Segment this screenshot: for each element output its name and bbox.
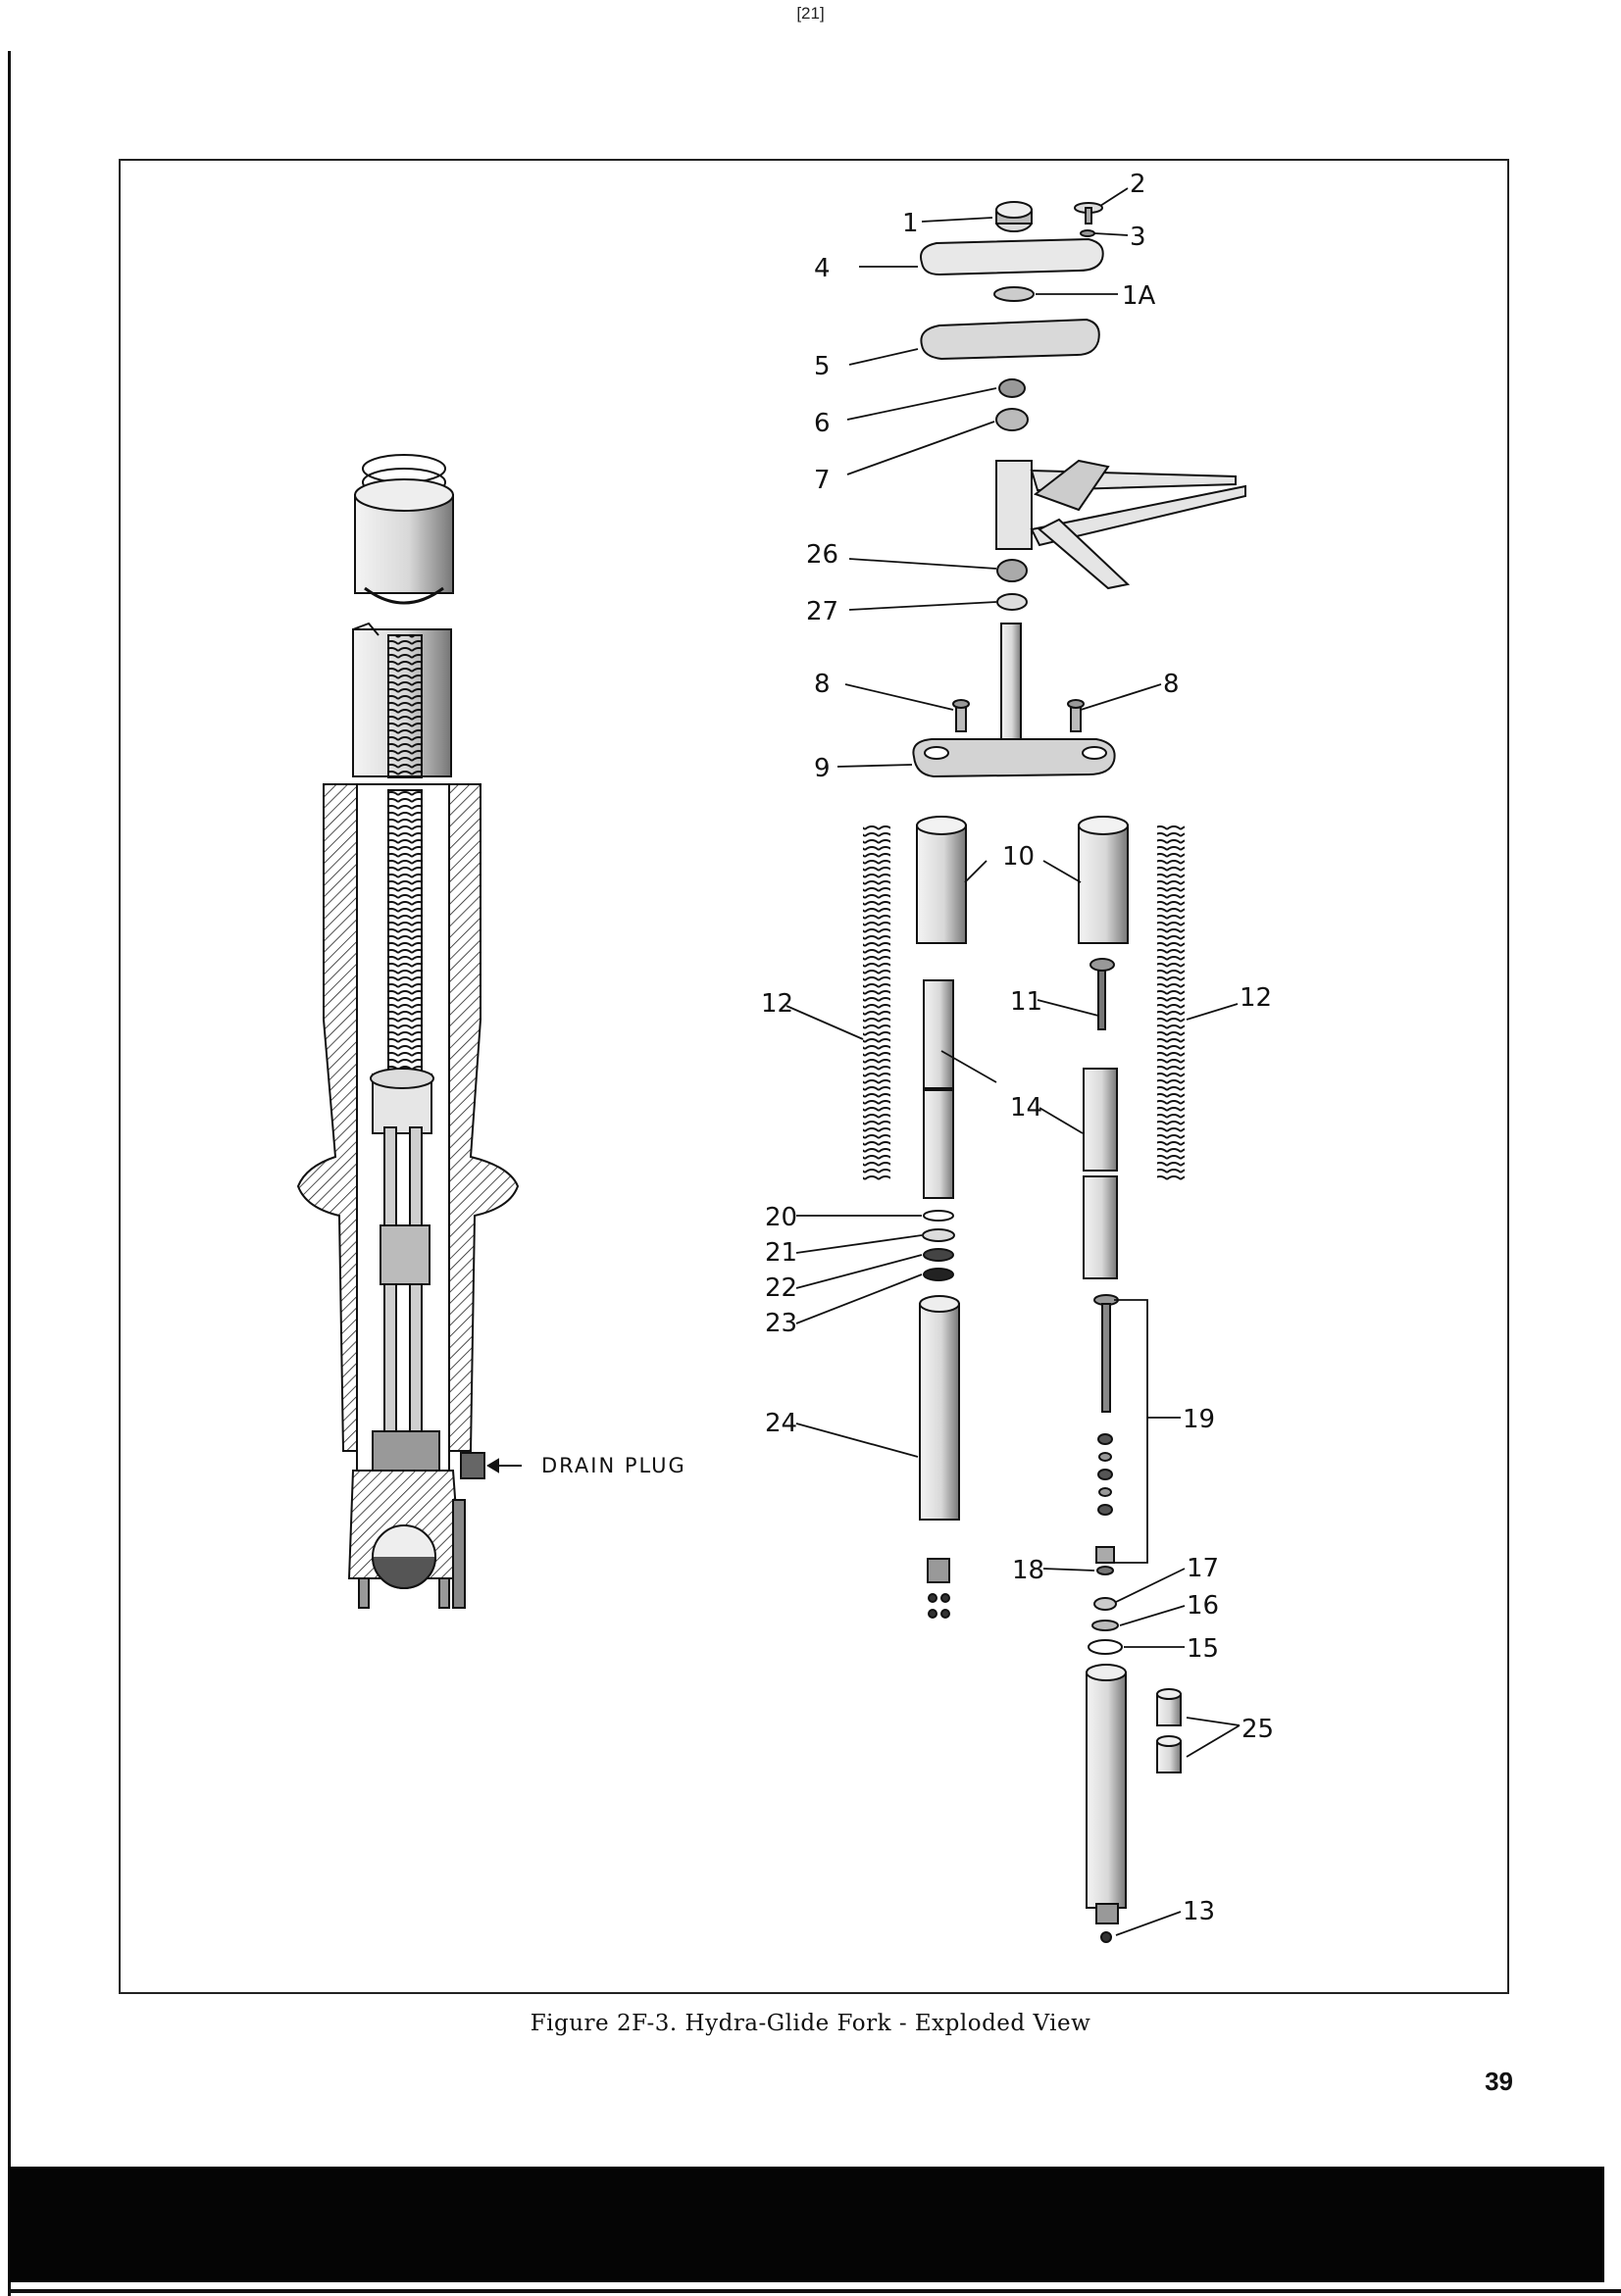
part-12-spring-left [863, 825, 890, 1180]
page-left-border [8, 51, 11, 2296]
part-18-valve [1096, 1566, 1114, 1575]
drain-plug [460, 1452, 522, 1479]
part-16-washer [1091, 1620, 1119, 1631]
callout-5: 5 [814, 352, 831, 381]
callout-25: 25 [1241, 1715, 1274, 1744]
part-15-ring [1088, 1639, 1123, 1655]
callout-21: 21 [765, 1238, 797, 1268]
part-14-fork-tube-right-lower [1083, 1175, 1118, 1279]
upper-fork-tube [352, 622, 452, 778]
part-8-pinch-bolt-left [952, 699, 970, 732]
callout-8-right: 8 [1163, 670, 1180, 699]
callout-1: 1 [902, 209, 919, 238]
callout-7: 7 [814, 466, 831, 495]
part-7-bearing-cone [995, 408, 1029, 431]
callout-11: 11 [1010, 987, 1042, 1017]
part-24-slider-left [919, 1295, 960, 1619]
drain-plug-label: DRAIN PLUG [541, 1454, 686, 1477]
part-3-washer [1080, 229, 1095, 237]
part-25-bushings [1156, 1688, 1182, 1773]
callout-12-right: 12 [1240, 983, 1272, 1013]
callout-1a: 1A [1122, 281, 1156, 311]
callout-10: 10 [1002, 842, 1035, 872]
part-12-spring-right [1157, 825, 1185, 1180]
callout-labels: 1 2 3 4 1A 5 6 7 26 27 8 8 9 10 12 11 12… [541, 170, 1274, 1926]
callout-4: 4 [814, 254, 831, 283]
part-13-screw [1100, 1931, 1112, 1943]
part-8-pinch-bolt-right [1067, 699, 1085, 732]
callout-2: 2 [1130, 170, 1146, 199]
part-20-ring [923, 1210, 954, 1222]
footer-black-band [8, 2167, 1604, 2282]
callout-9: 9 [814, 754, 831, 783]
part-17-spring [1093, 1597, 1117, 1611]
part-10-fork-cover-left [916, 816, 967, 944]
callout-13: 13 [1183, 1897, 1215, 1926]
callout-18: 18 [1012, 1556, 1044, 1585]
figure-frame [119, 159, 1509, 1994]
part-1a-washer [993, 286, 1035, 302]
part-4-upper-bracket [920, 237, 1104, 276]
part-2-screw [1074, 202, 1103, 225]
part-22-seal [923, 1248, 954, 1262]
part-10-fork-cover-right [1078, 816, 1129, 944]
callout-8-left: 8 [814, 670, 831, 699]
part-27-seal [996, 593, 1028, 611]
callout-27: 27 [806, 597, 838, 626]
figure-caption: Figure 2F-3. Hydra-Glide Fork - Exploded… [530, 2011, 1091, 2036]
page-number: 39 [1485, 2067, 1513, 2096]
part-26-bearing [996, 559, 1028, 582]
scan-page-label: [21] [796, 4, 825, 23]
callout-14: 14 [1010, 1093, 1042, 1123]
part-21-ring [922, 1228, 955, 1242]
part-14-fork-tube-left-lower [923, 1089, 954, 1199]
top-spring-cap [354, 454, 454, 605]
callout-12-left: 12 [761, 989, 793, 1019]
part-14-fork-tube-left-upper [923, 979, 954, 1089]
callout-20: 20 [765, 1203, 797, 1232]
page-bottom-border [8, 2289, 1621, 2293]
part-6-adjusting-nut [998, 378, 1026, 398]
part-11-damper-bolt [1089, 958, 1115, 1030]
callout-26: 26 [806, 540, 838, 570]
callout-22: 22 [765, 1273, 797, 1303]
part-slider-right [1086, 1664, 1127, 1924]
callout-24: 24 [765, 1409, 797, 1438]
part-14-fork-tube-right-upper [1083, 1068, 1118, 1172]
exploded-parts [863, 201, 1246, 1943]
part-19-damper-rod-assembly [1093, 1294, 1119, 1564]
part-1-top-nut [995, 201, 1033, 232]
callout-3: 3 [1130, 223, 1146, 252]
part-5-bracket-cover [920, 318, 1100, 361]
callout-19: 19 [1183, 1405, 1215, 1434]
fork-bottom-end [347, 1470, 466, 1609]
callout-6: 6 [814, 409, 831, 438]
fork-slider-body [296, 783, 520, 1472]
fork-cutaway-assembly [296, 454, 522, 1609]
callout-16: 16 [1187, 1591, 1219, 1621]
callout-23: 23 [765, 1309, 797, 1338]
callout-17: 17 [1187, 1554, 1219, 1583]
part-9-fork-bracket-stem [912, 623, 1116, 778]
callout-15: 15 [1187, 1634, 1219, 1664]
part-23-seal [923, 1268, 954, 1281]
frame-steering-head [995, 459, 1246, 590]
leader-lines [785, 187, 1241, 1936]
